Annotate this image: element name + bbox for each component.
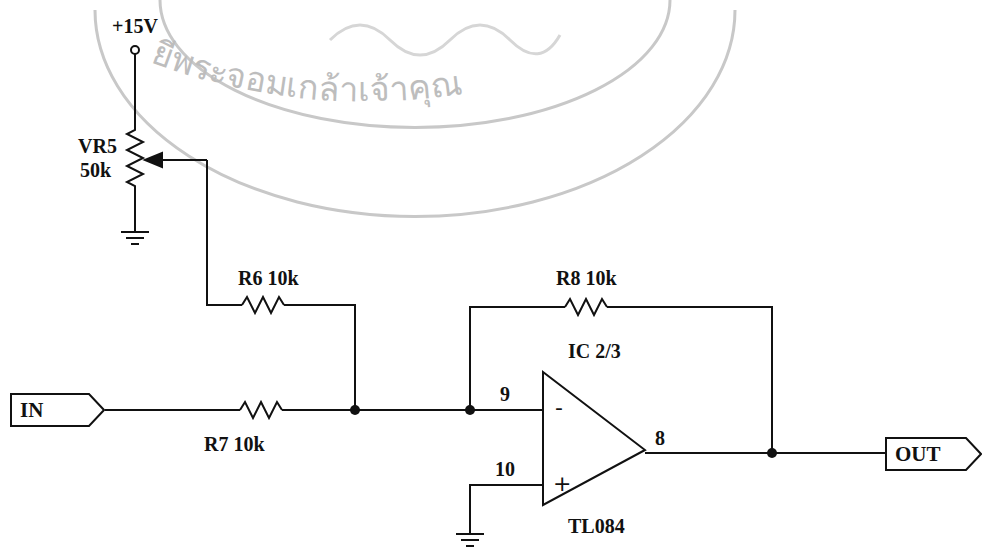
pin-number: 10 bbox=[495, 459, 515, 479]
supply-terminal bbox=[131, 46, 139, 54]
pin-number: 8 bbox=[655, 428, 665, 448]
resistor-symbol bbox=[242, 297, 284, 313]
resistor-symbol bbox=[240, 402, 282, 418]
watermark-seal bbox=[95, 0, 735, 216]
part-name: IC 2/3 bbox=[568, 341, 621, 361]
part-name: R6 10k bbox=[238, 268, 299, 288]
resistor-symbol bbox=[127, 120, 143, 232]
wires bbox=[105, 46, 885, 546]
input-port: IN bbox=[10, 393, 105, 427]
part-name: R7 10k bbox=[204, 434, 265, 454]
junction-dots bbox=[350, 405, 777, 458]
opamp-symbol bbox=[543, 372, 645, 505]
part-value: 50k bbox=[80, 160, 111, 180]
part-name: VR5 bbox=[78, 136, 117, 156]
pin-sign: - bbox=[555, 397, 563, 419]
wiper-arrow bbox=[145, 153, 162, 167]
pin-number: 9 bbox=[500, 384, 510, 404]
watermark-text: ยีพระจอมเกล้าเจ้าคุณ bbox=[147, 32, 465, 109]
output-port: OUT bbox=[885, 437, 982, 471]
supply-label: +15V bbox=[112, 16, 158, 36]
part-name: R8 10k bbox=[556, 268, 617, 288]
resistor-symbol bbox=[565, 299, 607, 315]
port-label: OUT bbox=[895, 444, 941, 465]
part-name: TL084 bbox=[568, 516, 625, 536]
pin-sign: + bbox=[553, 473, 571, 495]
port-label: IN bbox=[20, 400, 43, 421]
